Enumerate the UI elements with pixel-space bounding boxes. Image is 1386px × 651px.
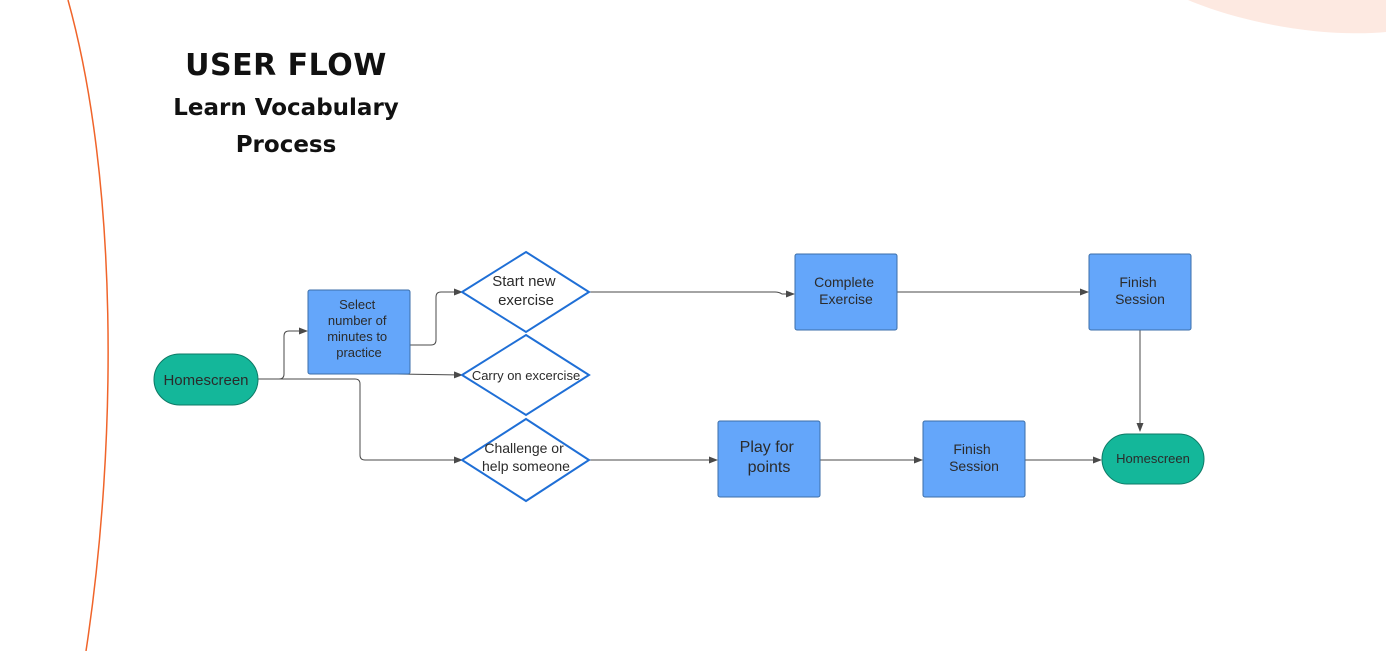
homescreen-end-label: Homescreen [1116, 451, 1190, 466]
homescreen-start-node[interactable]: Homescreen [153, 353, 259, 406]
node-label-line: Exercise [819, 291, 873, 307]
challenge-help-shape [460, 417, 591, 503]
homescreen-end-node[interactable]: Homescreen [1101, 433, 1205, 485]
node-label-line: Homescreen [163, 372, 248, 389]
page-subtitle-line-2: Process [235, 132, 337, 158]
node-label-line: Homescreen [1116, 451, 1190, 466]
connector-homescreen-to-challenge [256, 378, 463, 464]
node-label-line: Select [339, 297, 376, 312]
start-new-exercise-shape [460, 250, 591, 334]
page-title: USER FLOW [185, 48, 387, 83]
carry-on-exercise-label: Carry on excercise [472, 368, 580, 383]
play-for-points-label: Play for points [740, 439, 799, 476]
start-new-exercise-node[interactable]: Start new exercise [460, 250, 591, 334]
play-for-points-node[interactable]: Play for points [717, 420, 821, 498]
carry-on-exercise-node[interactable]: Carry on excercise [460, 333, 591, 417]
node-label-line: Complete [814, 274, 874, 290]
challenge-help-label: Challenge or help someone [482, 440, 570, 474]
homescreen-start-shape [153, 353, 259, 406]
finish-session-top-node[interactable]: Finish Session [1088, 253, 1192, 331]
complete-exercise-shape [794, 253, 898, 331]
node-label-line: Start new [492, 273, 556, 290]
finish-session-bottom-shape [922, 420, 1026, 498]
connector-start-new-to-complete [589, 290, 795, 298]
finish-session-top-label: Finish Session [1115, 274, 1165, 307]
node-label-line: points [748, 459, 791, 476]
select-minutes-node[interactable]: Select number of minutes to practice [307, 289, 411, 375]
node-label-line: Challenge or [484, 440, 564, 456]
start-new-exercise-label: Start new exercise [492, 273, 560, 309]
complete-exercise-label: Complete Exercise [814, 274, 878, 307]
node-label-line: exercise [498, 292, 554, 309]
node-label-line: Carry on excercise [472, 368, 580, 383]
homescreen-start-label: Homescreen [163, 372, 248, 389]
node-label-line: Finish [1119, 274, 1156, 290]
connector-homescreen-to-select-minutes [256, 327, 308, 380]
page-subtitle-line-1: Learn Vocabulary [173, 95, 399, 121]
connectors [256, 288, 1144, 464]
node-label-line: Finish [953, 441, 990, 457]
node-label-line: number of [328, 313, 387, 328]
node-label-line: practice [336, 345, 382, 360]
node-label-line: minutes to [327, 329, 387, 344]
finish-session-top-shape [1088, 253, 1192, 331]
finish-session-bottom-node[interactable]: Finish Session [922, 420, 1026, 498]
select-minutes-shape [307, 289, 411, 375]
play-for-points-shape [717, 420, 821, 498]
node-label-line: Play for [740, 439, 795, 456]
challenge-help-node[interactable]: Challenge or help someone [460, 417, 591, 503]
select-minutes-label: Select number of minutes to practice [327, 297, 391, 360]
complete-exercise-node[interactable]: Complete Exercise [794, 253, 898, 331]
node-label-line: Session [1115, 291, 1165, 307]
homescreen-end-shape [1101, 433, 1205, 485]
node-label-line: help someone [482, 458, 570, 474]
connector-select-minutes-to-start-new [410, 288, 463, 346]
finish-session-bottom-label: Finish Session [949, 441, 999, 474]
carry-on-exercise-shape [460, 333, 591, 417]
node-label-line: Session [949, 458, 999, 474]
